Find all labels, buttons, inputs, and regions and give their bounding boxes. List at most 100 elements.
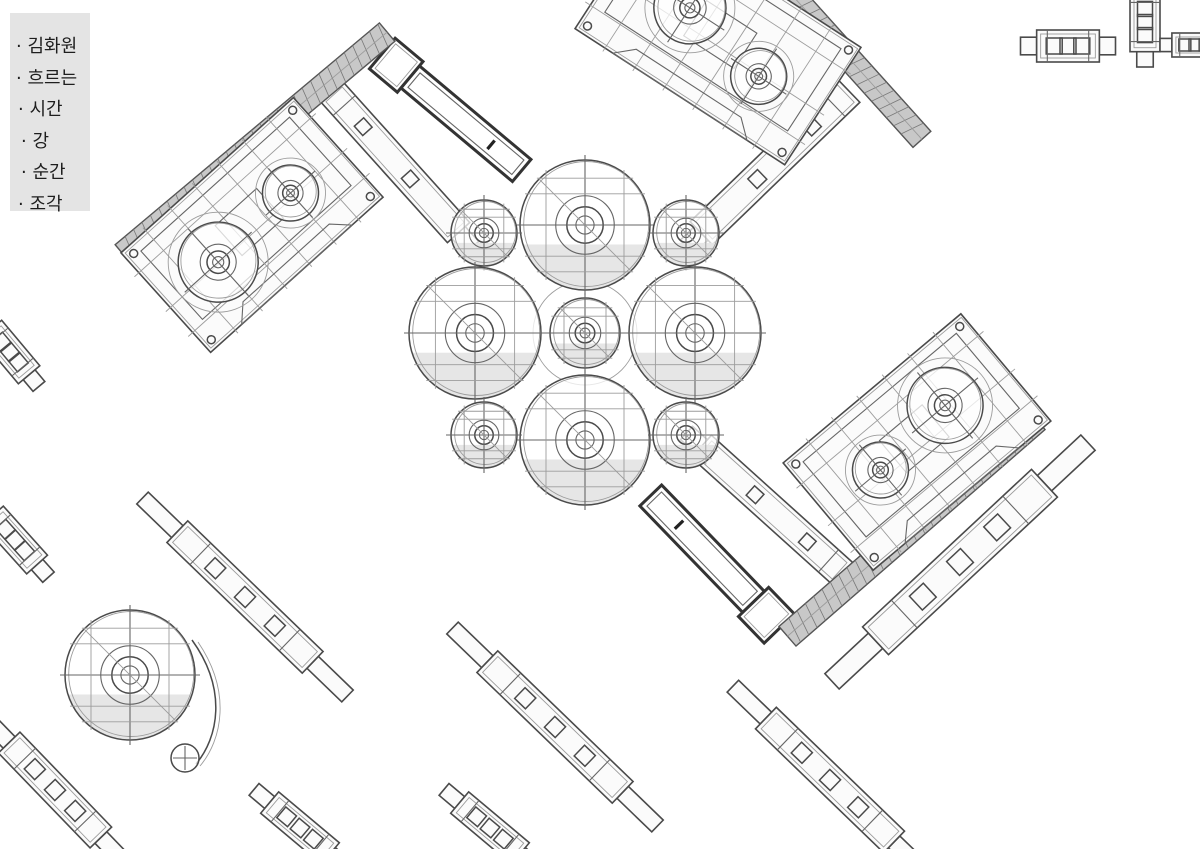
tape-stick-1-plug-a xyxy=(135,490,185,539)
tape-stick-edge-3-divider0 xyxy=(13,747,36,770)
reel-center-core-diagonal xyxy=(559,307,611,359)
cassette-top-right-reel1 xyxy=(729,47,788,106)
tape-stick-2-casing-inner xyxy=(481,655,629,799)
cassette-right-grid-v3 xyxy=(856,395,953,510)
reel-small-bottom-left xyxy=(446,397,522,473)
tape-stick-2-divider1 xyxy=(588,758,611,782)
arm-top-left-square0 xyxy=(353,116,374,137)
reel-center-bottom xyxy=(515,370,655,510)
arm-bottom-right-square1 xyxy=(745,484,766,505)
tape-stick-3-slot2 xyxy=(846,795,870,819)
cassette-top-right-reel0-rim-sketch xyxy=(657,0,726,42)
tape-stick-2-slot0 xyxy=(513,686,537,710)
tape-stick-4-divider1 xyxy=(1002,495,1030,525)
tape-stick-edge-3-casing xyxy=(0,730,113,849)
cassette-top-right-grid-v6 xyxy=(752,24,834,149)
tape-stick-2-casing xyxy=(475,649,635,805)
tape-stick-2-divider0 xyxy=(499,672,522,696)
tape-stick-3-plug-a xyxy=(726,679,773,726)
tape-stick-top-2-casing-inner xyxy=(1133,0,1157,49)
tape-stick-3-divider1 xyxy=(861,809,884,833)
tape-stick-1-divider0 xyxy=(189,542,212,566)
reel-bottom-left-rim-sketch xyxy=(68,611,195,737)
tape-stick-3 xyxy=(726,679,934,849)
reel-small-top-right xyxy=(648,195,724,271)
tape-stick-top-2-slot1 xyxy=(1136,13,1154,31)
tape-stick-edge-1-divider0 xyxy=(0,327,9,347)
handle-stick-top-left-slot xyxy=(486,139,496,151)
tape-stick-edge-3-slot2 xyxy=(63,799,87,823)
reel-center-top-diagonal xyxy=(537,177,633,273)
tape-stick-4-plug-b xyxy=(1036,433,1097,493)
tape-stick-edge-1-divider1 xyxy=(11,357,34,377)
cassette-right-reel1-rim-sketch xyxy=(909,367,982,440)
cassette-top-left-guide-circle1 xyxy=(255,157,326,229)
cassette-top-right-reel1-rim-sketch xyxy=(734,50,787,103)
tape-stick-1-divider1 xyxy=(278,628,301,652)
cassette-right-grid-h2 xyxy=(850,395,1038,553)
arm-bottom-right-square0 xyxy=(797,531,818,552)
tape-stick-top-1-slot1 xyxy=(1059,37,1077,55)
reel-bottom-left-group xyxy=(60,605,221,773)
tape-stick-1-casing-inner xyxy=(171,525,319,669)
cassette-top-right-reel0-v-axis xyxy=(667,0,713,43)
tape-stick-edge-3 xyxy=(0,711,132,849)
tape-stick-2-plug-a xyxy=(445,620,495,669)
tape-stick-2-slot2 xyxy=(573,744,597,768)
tape-stick-edge-4-slot1 xyxy=(289,817,311,839)
reel-center-top-rim-sketch xyxy=(523,161,650,287)
arm-bottom-right-divider xyxy=(818,549,839,573)
cassette-top-right xyxy=(573,0,863,166)
tape-stick-edge-3-divider1 xyxy=(74,810,97,833)
reel-center-left-rim-sketch xyxy=(412,268,541,396)
tape-stick-4 xyxy=(823,433,1097,691)
tape-stick-edge-1-casing-inner xyxy=(0,325,35,379)
cassette-right-head-area xyxy=(904,445,1021,545)
reel-center-top xyxy=(515,155,655,295)
tape-stick-edge-3-casing-inner xyxy=(3,737,107,843)
tape-stick-top-1-plug-b xyxy=(1098,36,1117,56)
reel-small-bottom-right xyxy=(648,397,724,473)
cassette-top-left-grid-h2 xyxy=(187,172,370,337)
cassette-right-reel0-rim-sketch xyxy=(854,442,907,495)
reel-center-left-diagonal xyxy=(427,285,523,381)
cassette-top-right-grid-h1 xyxy=(604,0,825,116)
cassette-right-grid-v6 xyxy=(932,331,1029,446)
tape-stick-edge-4 xyxy=(247,782,353,849)
tape-stick-top-1-plug-a xyxy=(1019,36,1038,56)
note-item-1: · 김화원 xyxy=(16,36,78,57)
reel-center-right-rim-sketch xyxy=(632,268,761,396)
reel-small-top-right-diagonal xyxy=(661,208,711,258)
tape-stick-4-slot2 xyxy=(982,512,1012,542)
handle-stick-top-left xyxy=(367,36,534,184)
tape-stick-top-2-slot2 xyxy=(1136,26,1154,44)
cassette-top-left-label-area xyxy=(140,116,352,321)
cassette-top-left-reel0-rim-sketch xyxy=(180,222,257,299)
tape-stick-edge-1-slot0 xyxy=(0,331,13,353)
tape-stick-1-plug-b xyxy=(305,655,355,704)
cassette-top-left-shell-sketch xyxy=(124,100,381,349)
tape-stick-4-casing-inner xyxy=(867,474,1053,650)
tape-stick-3-casing xyxy=(754,706,906,849)
tape-stick-edge-1-slot1 xyxy=(0,341,21,363)
cassette-top-right-guide-circle0 xyxy=(644,0,736,54)
cassette-right-grid-v1 xyxy=(805,438,902,553)
cassette-right-reel0-v-axis xyxy=(858,444,903,496)
cassette-top-right-grid-h2 xyxy=(585,1,806,145)
notes-panel: · 김화원 · 흐르는 · 시간 · 강 · 순간 · 조각 xyxy=(10,13,90,215)
reel-small-bottom-right-rim-sketch xyxy=(656,403,719,465)
reel-center-left xyxy=(404,262,546,404)
cassette-top-right-grid-v1 xyxy=(602,0,684,52)
cassette-top-left-head-area xyxy=(241,223,354,326)
handle-stick-bottom-right-slot xyxy=(673,519,685,530)
tape-stick-4-slot1 xyxy=(945,547,975,577)
tape-stick-top-3-plug-a xyxy=(1159,37,1173,53)
tape-tail-sketch xyxy=(197,641,221,767)
tape-stick-edge-5-slot2 xyxy=(492,828,515,849)
tape-stick-2 xyxy=(445,620,665,834)
cassette-top-left-reel1 xyxy=(261,164,320,222)
reel-center-bottom-rim-sketch xyxy=(523,376,650,502)
cassette-top-left-reel1-v-axis xyxy=(268,168,313,218)
tape-stick-1-slot1 xyxy=(233,585,257,609)
